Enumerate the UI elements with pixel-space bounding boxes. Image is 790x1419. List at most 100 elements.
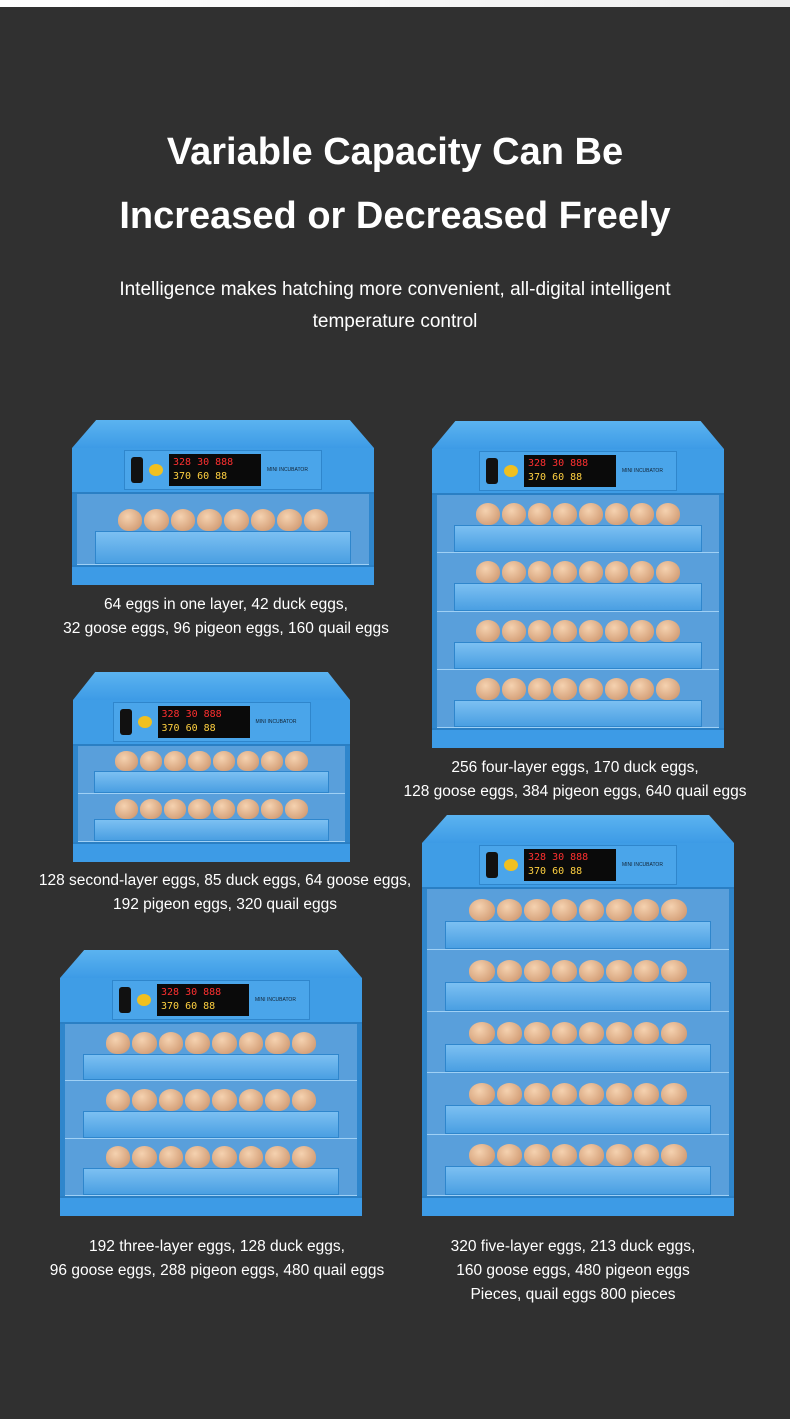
egg	[265, 1088, 290, 1111]
egg	[502, 503, 526, 526]
egg	[238, 1088, 264, 1111]
egg	[579, 1021, 605, 1044]
egg	[224, 509, 249, 532]
egg	[630, 619, 654, 642]
egg-layer	[427, 889, 729, 951]
egg-layer	[65, 1024, 357, 1082]
egg	[139, 750, 162, 771]
egg-layer	[437, 611, 719, 670]
egg	[117, 509, 143, 532]
egg	[524, 1144, 550, 1167]
egg	[606, 1021, 632, 1044]
egg	[277, 509, 302, 532]
egg	[630, 677, 654, 700]
egg	[238, 1031, 264, 1054]
egg	[236, 750, 260, 771]
egg	[212, 1088, 237, 1111]
egg	[132, 1031, 157, 1054]
egg-layer	[78, 746, 345, 794]
egg	[604, 677, 629, 700]
egg	[115, 750, 138, 771]
egg	[553, 677, 577, 700]
egg	[115, 798, 138, 819]
egg	[524, 960, 550, 983]
egg	[476, 677, 501, 700]
device-label: MINI INCUBATOR	[255, 996, 296, 1003]
egg	[185, 1031, 210, 1054]
egg	[250, 509, 276, 532]
egg	[633, 1144, 660, 1167]
egg-layer	[427, 1011, 729, 1074]
subtitle: Intelligence makes hatching more conveni…	[119, 279, 671, 332]
egg	[291, 1031, 317, 1054]
egg	[527, 677, 552, 700]
egg	[527, 619, 552, 642]
egg-layer	[427, 1134, 729, 1197]
egg	[285, 798, 308, 819]
power-socket-icon	[119, 709, 132, 735]
egg	[661, 1021, 687, 1044]
egg	[185, 1146, 210, 1169]
egg	[212, 750, 235, 771]
egg	[469, 1021, 495, 1044]
egg	[524, 1021, 550, 1044]
egg	[496, 1144, 523, 1167]
device-label: MINI INCUBATOR	[622, 861, 663, 868]
incubator-base	[432, 728, 724, 748]
egg	[633, 898, 660, 921]
egg-layer	[427, 950, 729, 1012]
egg	[197, 509, 222, 532]
egg-layer	[65, 1138, 357, 1196]
egg	[303, 509, 329, 532]
egg	[469, 1144, 495, 1167]
egg-tray	[82, 1053, 340, 1081]
egg	[163, 750, 187, 771]
egg	[579, 503, 603, 526]
egg	[579, 898, 605, 921]
egg	[551, 1144, 577, 1167]
egg	[655, 619, 680, 642]
chick-logo-icon	[137, 716, 152, 728]
page-title-line1: Variable Capacity Can Be	[166, 131, 624, 173]
egg	[469, 1083, 495, 1106]
egg	[661, 1144, 687, 1167]
power-socket-icon	[486, 852, 498, 878]
egg	[633, 960, 660, 983]
egg	[144, 509, 169, 532]
egg	[496, 1083, 523, 1106]
device-label: MINI INCUBATOR	[255, 718, 297, 725]
capacity-caption: 128 second-layer eggs, 85 duck eggs, 64 …	[38, 872, 412, 913]
egg	[661, 960, 687, 983]
egg	[105, 1088, 131, 1111]
egg	[158, 1146, 184, 1169]
egg	[604, 561, 629, 584]
egg	[139, 798, 162, 819]
incubator-base	[73, 842, 350, 862]
device-label: MINI INCUBATOR	[267, 466, 308, 473]
egg-tray	[445, 1043, 711, 1073]
egg	[105, 1031, 131, 1054]
egg-tray	[445, 1166, 711, 1196]
egg	[132, 1146, 157, 1169]
egg	[265, 1031, 290, 1054]
egg-tray	[453, 641, 703, 669]
egg	[469, 898, 495, 921]
egg-layer	[437, 495, 719, 554]
egg	[265, 1146, 290, 1169]
chick-logo-icon	[504, 465, 518, 477]
egg	[553, 503, 577, 526]
egg-layer	[65, 1081, 357, 1139]
egg	[633, 1021, 660, 1044]
egg	[285, 750, 308, 771]
egg	[551, 960, 577, 983]
egg	[502, 619, 526, 642]
egg	[212, 798, 235, 819]
egg	[502, 677, 526, 700]
